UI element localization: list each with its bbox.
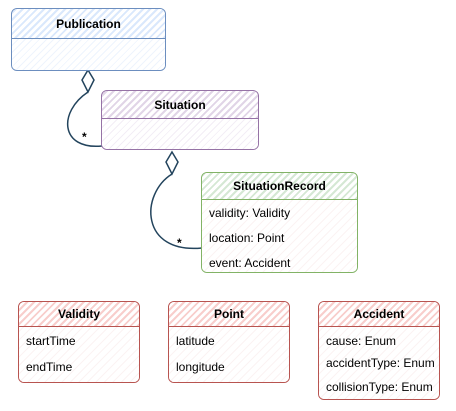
association-line-situation-record [150,173,203,250]
class-point[interactable]: Point latitude longitude [168,301,290,383]
class-body [102,119,258,149]
class-attribute: endTime [26,360,73,374]
class-attribute: startTime [26,334,76,348]
association-line-publication-situation [66,91,103,147]
class-title: Accident [319,302,439,327]
class-body [12,39,165,70]
multiplicity-label: * [82,130,87,144]
class-situation[interactable]: Situation [101,90,259,150]
multiplicity-label: * [177,236,182,250]
class-attribute: accidentType: Enum [326,356,435,370]
class-title: Situation [102,91,258,119]
class-title: Validity [19,302,139,327]
class-body [202,200,357,272]
class-attribute: validity: Validity [209,206,291,220]
class-situation-record[interactable]: SituationRecord validity: Validity locat… [201,172,358,273]
class-publication[interactable]: Publication [11,8,166,71]
class-attribute: collisionType: Enum [326,380,433,394]
class-title: Publication [12,9,165,39]
class-body [19,327,139,382]
class-attribute: longitude [176,360,225,374]
class-attribute: location: Point [209,231,285,245]
class-attribute: latitude [176,334,215,348]
aggregation-diamond-situation [165,150,179,176]
class-validity[interactable]: Validity startTime endTime [18,301,140,383]
aggregation-diamond-publication [81,68,95,94]
class-title: Point [169,302,289,327]
class-attribute: cause: Enum [326,334,397,348]
class-accident[interactable]: Accident cause: Enum accidentType: Enum … [318,301,440,400]
class-body [169,327,289,382]
class-body [319,327,439,399]
class-attribute: event: Accident [209,256,291,270]
class-title: SituationRecord [202,173,357,200]
